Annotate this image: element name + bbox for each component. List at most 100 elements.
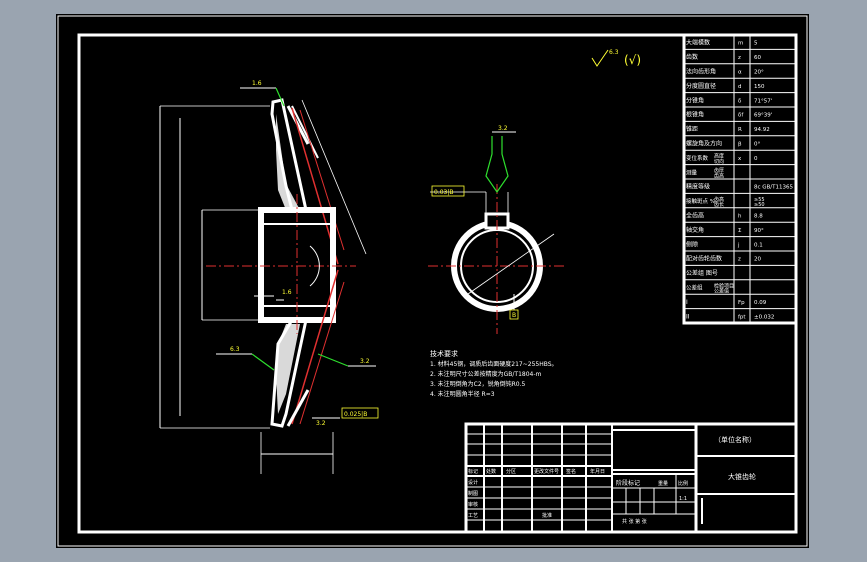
param-sub: 公差值 bbox=[714, 287, 729, 294]
param-value: 0.09 bbox=[754, 300, 767, 306]
param-value: 94.92 bbox=[754, 127, 770, 133]
param-value: 69°39' bbox=[754, 113, 772, 119]
roughness-left-face: 6.3 bbox=[230, 346, 240, 353]
inner-frame bbox=[77, 33, 798, 534]
param-symbol: δ bbox=[738, 98, 742, 104]
tech-title: 技术要求 bbox=[430, 349, 458, 358]
param-name: 分锥角 bbox=[686, 96, 704, 104]
param-value: 0° bbox=[754, 142, 760, 148]
param-name: 侧隙 bbox=[686, 240, 698, 248]
tb-design: 设计 bbox=[468, 479, 478, 486]
tech-requirements: 技术要求 1. 材料45钢，调质后齿面硬度217~255HBS。 2. 未注明尺… bbox=[430, 349, 558, 398]
param-name: 螺旋角及方向 bbox=[686, 140, 722, 148]
param-symbol: fpt bbox=[738, 314, 746, 320]
param-value: 90° bbox=[754, 228, 764, 234]
param-value: ≥50 bbox=[754, 202, 765, 208]
param-name: 齿数 bbox=[686, 53, 698, 61]
roughness-tooth: 1.6 bbox=[252, 80, 262, 87]
lower-web-section bbox=[276, 324, 300, 414]
cad-viewport[interactable]: 1.6 6.3 3.2 1.6 3.2 0.025|B 3.2 0.03|B B bbox=[56, 14, 809, 548]
tech-line-3: 3. 未注明倒角为C2，锐角倒钝R0.5 bbox=[430, 380, 526, 388]
tb-stage: 阶段标记 bbox=[616, 479, 640, 487]
upper-web-section bbox=[276, 114, 300, 210]
param-symbol: R bbox=[738, 127, 742, 133]
param-value: 20° bbox=[754, 70, 764, 76]
param-symbol: z bbox=[738, 257, 741, 263]
tb-process: 工艺 bbox=[468, 513, 478, 519]
param-symbol: α bbox=[738, 70, 742, 76]
param-sub: 检验项目 bbox=[714, 282, 734, 289]
param-sub: 切向 bbox=[714, 158, 724, 165]
param-value: 8.8 bbox=[754, 214, 763, 220]
param-symbol: m bbox=[738, 41, 743, 47]
outer-frame bbox=[57, 15, 808, 547]
param-name: 根锥角 bbox=[686, 111, 704, 119]
param-symbol: δf bbox=[738, 113, 744, 119]
param-value: 8c GB/T11365 bbox=[754, 185, 794, 191]
param-value: 0 bbox=[754, 156, 758, 162]
param-value: ±0.032 bbox=[754, 314, 774, 320]
tb-doc-no: 更改文件号 bbox=[534, 468, 559, 475]
tech-line-1: 1. 材料45钢，调质后齿面硬度217~255HBS。 bbox=[430, 360, 558, 368]
roughness-right-face: 3.2 bbox=[360, 358, 370, 365]
param-name: 锥距 bbox=[686, 125, 698, 133]
param-name: 公差组 图号 bbox=[686, 269, 718, 277]
tb-scale: 比例 bbox=[678, 480, 688, 487]
keyway-tolerance-frame: 0.03|B bbox=[434, 189, 454, 196]
param-value: 20 bbox=[754, 257, 761, 263]
param-name: 分度圆直径 bbox=[686, 82, 716, 90]
tech-line-2: 2. 未注明尺寸公差按精度为GB/T1804-m bbox=[430, 370, 542, 378]
roughness-lower: 3.2 bbox=[316, 420, 326, 427]
param-name: 精度等级 bbox=[686, 183, 710, 191]
tb-draw: 制图 bbox=[468, 490, 478, 497]
tech-line-4: 4. 未注明圆角半径 R=3 bbox=[430, 390, 495, 398]
tb-school: （单位名称） bbox=[714, 435, 756, 444]
end-view: 3.2 0.03|B B bbox=[428, 125, 564, 334]
tb-ratio: 1:1 bbox=[679, 496, 687, 502]
roughness-keyway: 3.2 bbox=[498, 125, 508, 132]
pitch-line-lower bbox=[291, 269, 339, 425]
tb-count: 处数 bbox=[486, 468, 496, 475]
param-sub: 齿高 bbox=[714, 196, 724, 203]
param-name: 配对齿轮齿数 bbox=[686, 255, 722, 263]
tb-approve: 批准 bbox=[542, 512, 552, 519]
param-value: 150 bbox=[754, 84, 765, 90]
param-sub: 齿长 bbox=[714, 201, 724, 208]
param-value: ≥55 bbox=[754, 197, 765, 203]
tb-date: 年月日 bbox=[590, 468, 605, 475]
param-name: 全齿高 bbox=[686, 212, 704, 220]
tb-weight: 重量 bbox=[658, 480, 668, 487]
param-name: 接触斑点 % bbox=[686, 197, 715, 205]
param-symbol: Σ bbox=[738, 228, 742, 234]
param-name: 大端模数 bbox=[686, 39, 710, 47]
param-symbol: z bbox=[738, 55, 741, 61]
param-symbol: h bbox=[738, 214, 742, 220]
section-view bbox=[159, 98, 367, 474]
datum-b: B bbox=[512, 312, 516, 319]
param-sub: 齿厚 bbox=[714, 168, 724, 174]
param-name: I bbox=[686, 299, 688, 306]
tb-mark: 标记 bbox=[468, 468, 478, 475]
param-value: 5 bbox=[754, 41, 758, 47]
param-name: 轴交角 bbox=[686, 226, 704, 234]
overall-roughness-value: 6.3 bbox=[609, 49, 619, 56]
tb-part-name: 大锥齿轮 bbox=[728, 472, 756, 481]
param-symbol: d bbox=[738, 84, 742, 90]
roughness-bore: 1.6 bbox=[282, 289, 292, 296]
param-symbol: β bbox=[738, 142, 742, 148]
roughness-leaders: 1.6 6.3 3.2 1.6 3.2 0.025|B bbox=[216, 80, 379, 427]
param-value: 60 bbox=[754, 55, 761, 61]
param-symbol: Fp bbox=[738, 300, 745, 306]
param-name: 测量 bbox=[686, 168, 698, 176]
param-symbol: x bbox=[738, 156, 742, 162]
param-sub: 高度 bbox=[714, 153, 724, 160]
param-value: 0.1 bbox=[754, 242, 763, 248]
gear-drawing: 1.6 6.3 3.2 1.6 3.2 0.025|B 3.2 0.03|B B bbox=[57, 15, 808, 547]
param-sub: 齿高 bbox=[714, 172, 724, 179]
tb-sign: 签名 bbox=[566, 468, 576, 475]
tb-sheet: 共 张 第 张 bbox=[622, 518, 647, 525]
param-symbol: j bbox=[737, 242, 740, 248]
param-name: 法向齿形角 bbox=[686, 68, 716, 76]
overall-roughness: 6.3 (√) bbox=[591, 49, 641, 67]
